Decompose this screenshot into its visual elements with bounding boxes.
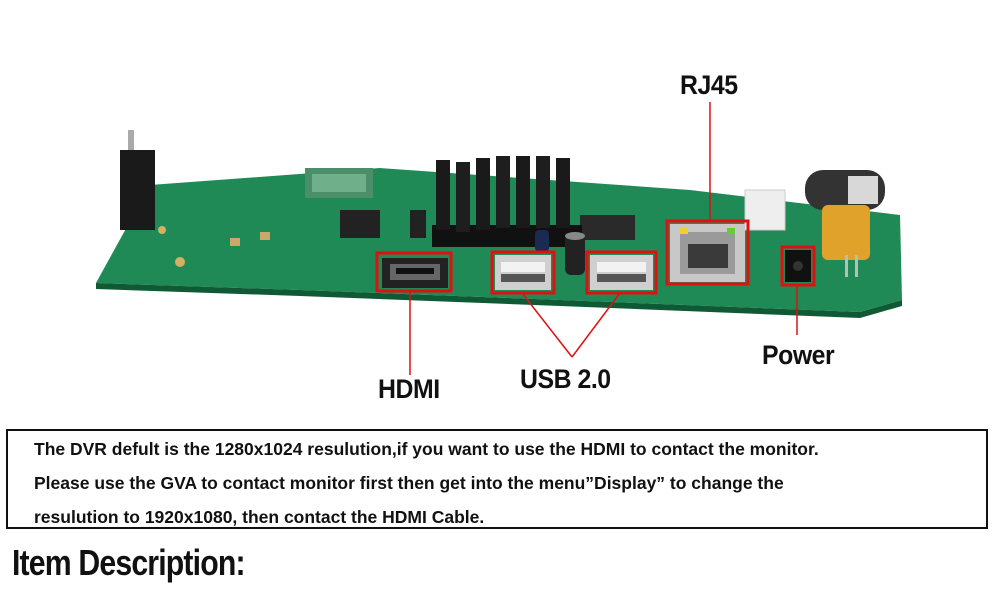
power-highlight-box	[780, 245, 816, 287]
dvr-board-photo	[96, 102, 902, 375]
cylinder-component	[805, 170, 885, 210]
rj45-port	[670, 224, 745, 282]
usb-port-1	[495, 255, 551, 290]
heatsink	[432, 156, 582, 247]
white-header	[744, 189, 786, 231]
hdmi-highlight-box	[375, 251, 453, 293]
usb-label: USB 2.0	[520, 364, 611, 394]
power-label: Power	[762, 340, 835, 370]
usb2-highlight-box	[585, 250, 658, 295]
rj45-highlight-box	[665, 219, 750, 286]
power-jack	[785, 250, 811, 282]
left-connector	[120, 130, 155, 230]
usb-leader-1	[521, 292, 573, 358]
usb1-highlight-box	[490, 250, 556, 295]
note-line-1: The DVR defult is the 1280x1024 resuluti…	[34, 439, 819, 459]
yellow-component	[822, 205, 870, 260]
rj45-label: RJ45	[680, 70, 738, 100]
rear-connector	[305, 168, 373, 198]
leader-lines	[409, 102, 798, 375]
hdmi-label: HDMI	[378, 374, 440, 404]
note-line-3: resulution to 1920x1080, then contact th…	[34, 507, 485, 527]
hdmi-port	[382, 258, 448, 288]
capacitors	[535, 230, 585, 275]
highlight-boxes	[375, 219, 816, 295]
item-description-heading: Item Description:	[12, 542, 246, 583]
resolution-note-box: The DVR defult is the 1280x1024 resuluti…	[6, 429, 988, 529]
note-line-2: Please use the GVA to contact monitor fi…	[34, 473, 784, 493]
usb-port-2	[590, 255, 653, 290]
usb-leader-2	[571, 292, 621, 358]
